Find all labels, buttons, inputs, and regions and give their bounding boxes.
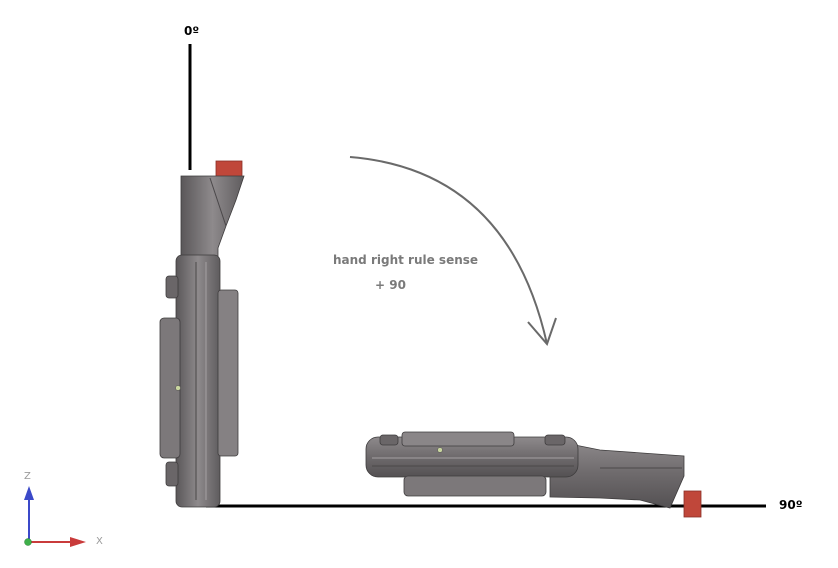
y-axis-marker	[24, 538, 32, 546]
part-cylinder-zero	[217, 289, 239, 457]
part-disc-ninety	[403, 475, 547, 497]
part-cylinder-ninety	[401, 431, 515, 447]
x-axis-arrowhead	[70, 537, 86, 547]
z-axis-arrowhead	[24, 486, 34, 500]
z-axis-label: Z	[24, 471, 31, 482]
start-angle-label: 0º	[184, 24, 200, 38]
axis-triad	[24, 486, 86, 547]
part-arm-ninety	[549, 439, 685, 509]
rotation-arrowhead	[527, 317, 557, 346]
part-body-zero	[175, 254, 221, 508]
part-at-zero-degrees	[159, 160, 245, 508]
part-at-ninety-degrees	[365, 431, 702, 518]
rotation-arrow	[349, 156, 557, 346]
part-marker-zero	[215, 160, 243, 179]
rotation-value-label: + 90	[375, 278, 406, 292]
part-marker-ninety	[683, 490, 702, 518]
rotation-rule-label: hand right rule sense	[333, 253, 479, 267]
end-angle-label: 90º	[779, 498, 803, 512]
x-axis-label: X	[96, 536, 103, 547]
rotation-arc	[349, 156, 548, 345]
